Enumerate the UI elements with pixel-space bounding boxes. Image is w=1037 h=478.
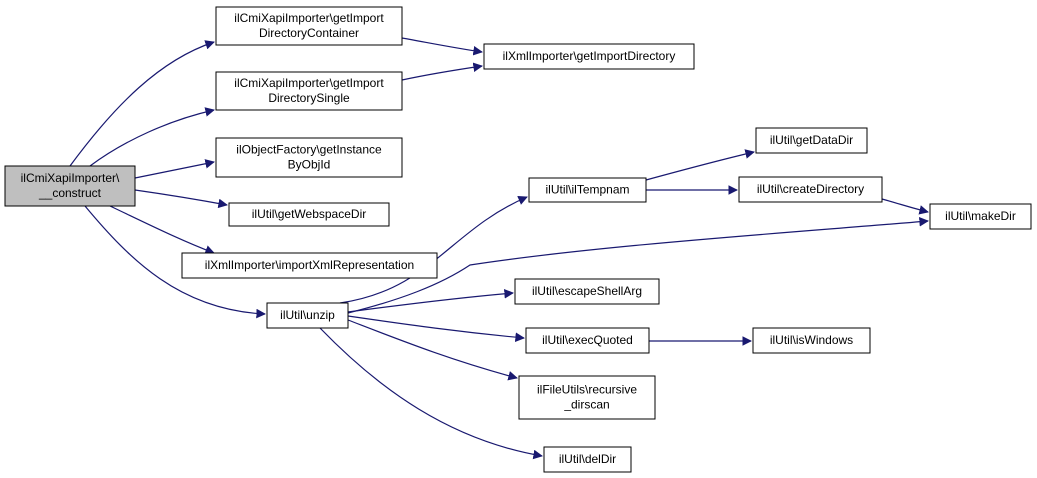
node-isWindows[interactable]: ilUtil\isWindows (752, 327, 871, 354)
edge-line (319, 327, 543, 460)
node-execQuoted[interactable]: ilUtil\execQuoted (525, 327, 650, 354)
edge-line (339, 195, 528, 304)
node-box (752, 327, 871, 354)
edge-construct-to-unzip (84, 205, 266, 319)
node-box (755, 127, 868, 154)
edge-line (69, 40, 215, 167)
node-label: ilUtil\isWindows (770, 333, 853, 347)
node-construct[interactable]: ilCmiXapiImporter\__construct (4, 165, 136, 207)
edge-unzip-to-recursiveDirscan (347, 319, 518, 381)
edge-construct-to-getDirSingle (89, 107, 215, 167)
node-ilTempnam[interactable]: ilUtil\ilTempnam (528, 177, 647, 203)
edge-line (401, 62, 483, 81)
node-label: ilCmiXapiImporter\getImport (234, 76, 384, 90)
node-getDirSingle[interactable]: ilCmiXapiImporter\getImportDirectorySing… (215, 71, 403, 111)
node-unzip[interactable]: ilUtil\unzip (266, 302, 349, 329)
node-box (543, 446, 632, 473)
node-box (215, 6, 403, 46)
edge-line (109, 205, 215, 255)
node-label: ilUtil\createDirectory (757, 182, 864, 196)
node-label: ilUtil\delDir (559, 452, 616, 466)
node-box (215, 137, 403, 178)
node-getDirContainer[interactable]: ilCmiXapiImporter\getImportDirectoryCont… (215, 6, 403, 46)
edge-line (84, 205, 266, 319)
edge-construct-to-getInstanceByObjId (134, 159, 215, 179)
node-box (228, 202, 390, 227)
edge-unzip-to-escapeShellArg (347, 288, 514, 313)
node-recursiveDirscan[interactable]: ilFileUtils\recursive_dirscan (518, 375, 656, 420)
node-label: ilUtil\getWebspaceDir (252, 207, 367, 221)
edge-unzip-to-ilTempnam (339, 195, 528, 304)
node-box (215, 71, 403, 111)
node-label: ilUtil\getDataDir (770, 133, 853, 147)
edge-getDirContainer-to-getImportDirectory (401, 37, 483, 56)
edge-line (347, 216, 929, 314)
node-box (525, 327, 650, 354)
node-box (528, 177, 647, 203)
edge-line (347, 319, 518, 381)
edge-unzip-to-execQuoted (347, 315, 525, 342)
node-label: ilCmiXapiImporter\getImport (234, 11, 384, 25)
node-escapeShellArg[interactable]: ilUtil\escapeShellArg (514, 278, 660, 305)
node-label: DirectoryContainer (259, 26, 359, 40)
node-getDataDir[interactable]: ilUtil\getDataDir (755, 127, 868, 154)
node-box (266, 302, 349, 329)
edge-construct-to-importXmlRep (109, 205, 215, 255)
edge-line (89, 107, 215, 167)
node-label: _dirscan (563, 398, 609, 412)
edge-line (401, 37, 483, 56)
edge-unzip-to-delDir (319, 327, 543, 460)
node-box (518, 375, 656, 420)
node-box (483, 43, 695, 70)
node-box (738, 176, 883, 203)
edge-line (347, 288, 514, 313)
node-importXmlRep[interactable]: ilXmlImporter\importXmlRepresentation (181, 252, 438, 279)
node-getWebspaceDir[interactable]: ilUtil\getWebspaceDir (228, 202, 390, 227)
node-label: ilUtil\makeDir (945, 209, 1016, 223)
node-label: ilCmiXapiImporter\ (21, 171, 120, 185)
nodes-layer: ilCmiXapiImporter\__constructilCmiXapiIm… (4, 6, 1032, 473)
node-delDir[interactable]: ilUtil\delDir (543, 446, 632, 473)
edge-line (347, 315, 525, 342)
node-label: ilFileUtils\recursive (537, 383, 637, 397)
node-label: ilObjectFactory\getInstance (236, 143, 382, 157)
edge-getDirSingle-to-getImportDirectory (401, 62, 483, 81)
node-createDirectory[interactable]: ilUtil\createDirectory (738, 176, 883, 203)
node-box (181, 252, 438, 279)
edge-line (645, 149, 755, 181)
edge-construct-to-getWebspaceDir (134, 189, 228, 209)
node-label: ilUtil\ilTempnam (545, 183, 629, 197)
node-getImportDirectory[interactable]: ilXmlImporter\getImportDirectory (483, 43, 695, 70)
node-label: ilUtil\unzip (280, 308, 335, 322)
edge-line (134, 189, 228, 209)
node-box (4, 165, 136, 207)
node-label: ilXmlImporter\getImportDirectory (503, 49, 676, 63)
node-label: __construct (38, 186, 102, 200)
edge-unzip-to-makeDir (347, 216, 929, 314)
node-box (514, 278, 660, 305)
node-label: DirectorySingle (268, 91, 350, 105)
node-label: ilUtil\execQuoted (542, 333, 633, 347)
node-label: ByObjId (288, 158, 331, 172)
edge-ilTempnam-to-getDataDir (645, 149, 755, 181)
node-makeDir[interactable]: ilUtil\makeDir (929, 203, 1032, 230)
edge-createDirectory-to-makeDir (881, 198, 929, 215)
edge-line (134, 159, 215, 179)
node-label: ilUtil\escapeShellArg (532, 284, 642, 298)
edge-construct-to-getDirContainer (69, 40, 215, 167)
edges-layer (69, 37, 929, 460)
node-label: ilXmlImporter\importXmlRepresentation (205, 258, 414, 272)
edge-line (881, 198, 929, 215)
node-box (929, 203, 1032, 230)
